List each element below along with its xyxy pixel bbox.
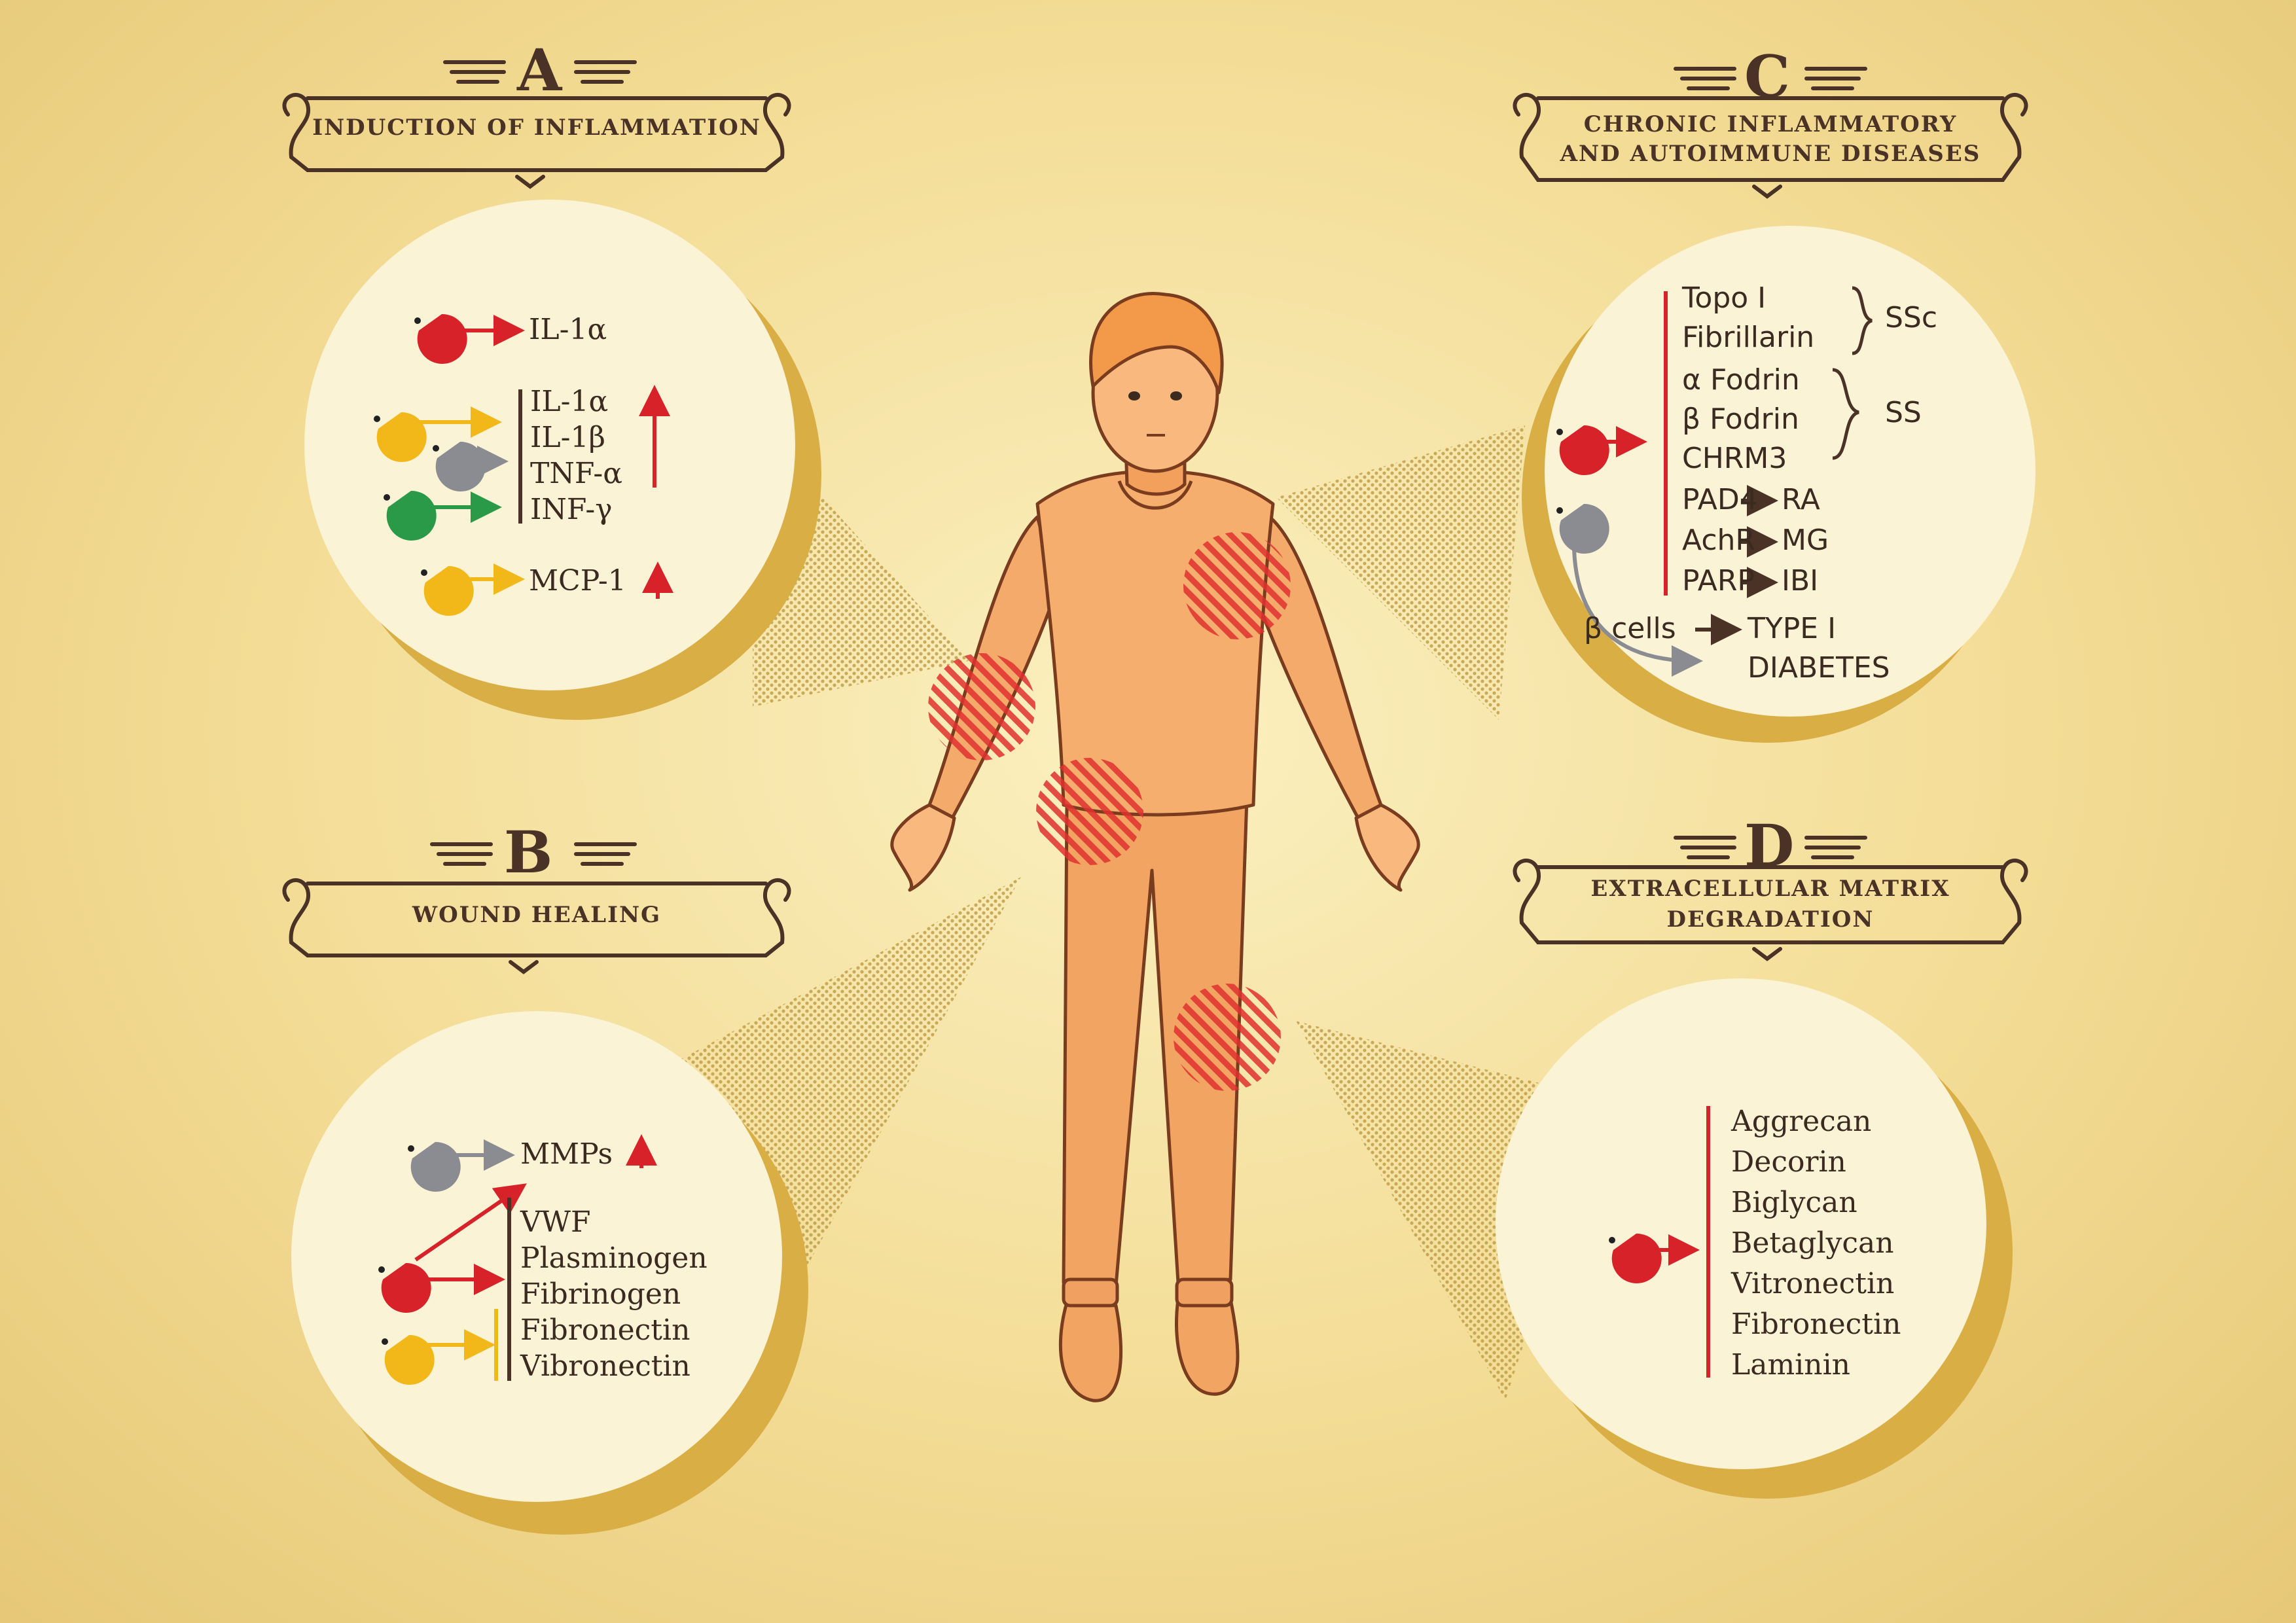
- panel-b-letter: B: [504, 818, 553, 886]
- b-item: Vibronectin: [520, 1349, 691, 1383]
- pacman-green-icon: [384, 490, 437, 541]
- c-pair-to: RA: [1782, 483, 1820, 516]
- c-beta-to-line1: TYPE I: [1748, 612, 1837, 645]
- c-ssc-label: SSc: [1885, 301, 1938, 334]
- c-beta-from: β cells: [1584, 612, 1676, 645]
- pacman-gray-icon: [433, 441, 486, 491]
- pacman-red-icon: [414, 313, 467, 364]
- circle-d-diagram: [1609, 1106, 1710, 1378]
- human-figure: [890, 292, 1420, 1402]
- c-pair-from: PARP: [1682, 564, 1755, 597]
- c-ss-item: CHRM3: [1682, 442, 1787, 475]
- c-ss-item: β Fodrin: [1682, 402, 1799, 436]
- banner-b: [282, 842, 791, 974]
- d-item: Betaglycan: [1731, 1226, 1894, 1260]
- circle-c-diagram: [1556, 286, 1873, 677]
- panel-c-title-line2: AND AUTOIMMUNE DISEASES: [1560, 141, 1981, 167]
- panel-a-title: INDUCTION OF INFLAMMATION: [312, 115, 761, 141]
- a-top-item: IL-1α: [529, 313, 607, 346]
- d-item: Laminin: [1731, 1348, 1850, 1382]
- a-group-item: IL-1β: [530, 421, 605, 454]
- d-item: Aggrecan: [1731, 1105, 1872, 1138]
- pacman-red-icon: [378, 1262, 431, 1313]
- a-group-item: INF-γ: [530, 493, 613, 526]
- pacman-gray-icon: [1556, 503, 1609, 554]
- c-pair-to: IBI: [1782, 564, 1819, 597]
- b-item: VWF: [520, 1205, 591, 1239]
- c-pair-from: PAD4: [1682, 483, 1758, 516]
- banner-c: [1513, 67, 2028, 199]
- b-item: Plasminogen: [520, 1241, 708, 1275]
- panel-d-title-line1: EXTRACELLULAR MATRIX: [1590, 876, 1950, 902]
- c-beta-to-line2: DIABETES: [1748, 651, 1890, 685]
- pacman-yellow-icon: [382, 1334, 435, 1385]
- pacman-yellow-icon: [374, 412, 427, 462]
- panel-d-title-line2: DEGRADATION: [1666, 906, 1874, 933]
- c-pair-to: MG: [1782, 524, 1829, 557]
- panel-c-letter: C: [1744, 43, 1791, 111]
- pacman-red-icon: [1609, 1233, 1662, 1283]
- c-ss-label: SS: [1885, 396, 1922, 429]
- circle-b-diagram: [378, 1134, 657, 1385]
- banner-a: [282, 60, 791, 189]
- circle-a-diagram: [374, 313, 673, 616]
- panel-a-letter: A: [517, 36, 562, 104]
- d-item: Fibronectin: [1731, 1308, 1901, 1341]
- c-ssc-item: Topo I: [1682, 281, 1767, 315]
- d-item: Decorin: [1731, 1145, 1846, 1179]
- b-top-item: MMPs: [520, 1137, 613, 1171]
- b-item: Fibronectin: [520, 1313, 691, 1347]
- panel-d-letter: D: [1744, 812, 1795, 880]
- c-pair-from: AchR: [1682, 524, 1755, 557]
- banner-d: [1513, 836, 2028, 961]
- c-ss-item: α Fodrin: [1682, 363, 1800, 397]
- pacman-yellow-icon: [421, 565, 474, 616]
- d-item: Vitronectin: [1731, 1267, 1895, 1300]
- c-ssc-item: Fibrillarin: [1682, 321, 1815, 354]
- a-group-item: IL-1α: [530, 385, 609, 418]
- pacman-gray-icon: [408, 1141, 461, 1192]
- panel-c-title-line1: CHRONIC INFLAMMATORY: [1583, 111, 1958, 137]
- circle-d: [1496, 978, 1986, 1469]
- inflammation-spots: [928, 532, 1291, 1091]
- a-bottom-item: MCP-1: [529, 564, 626, 597]
- pacman-red-icon: [1556, 425, 1609, 475]
- panel-b-title: WOUND HEALING: [412, 902, 662, 928]
- d-item: Biglycan: [1731, 1186, 1857, 1219]
- a-group-item: TNF-α: [530, 457, 622, 490]
- b-item: Fibrinogen: [520, 1277, 681, 1311]
